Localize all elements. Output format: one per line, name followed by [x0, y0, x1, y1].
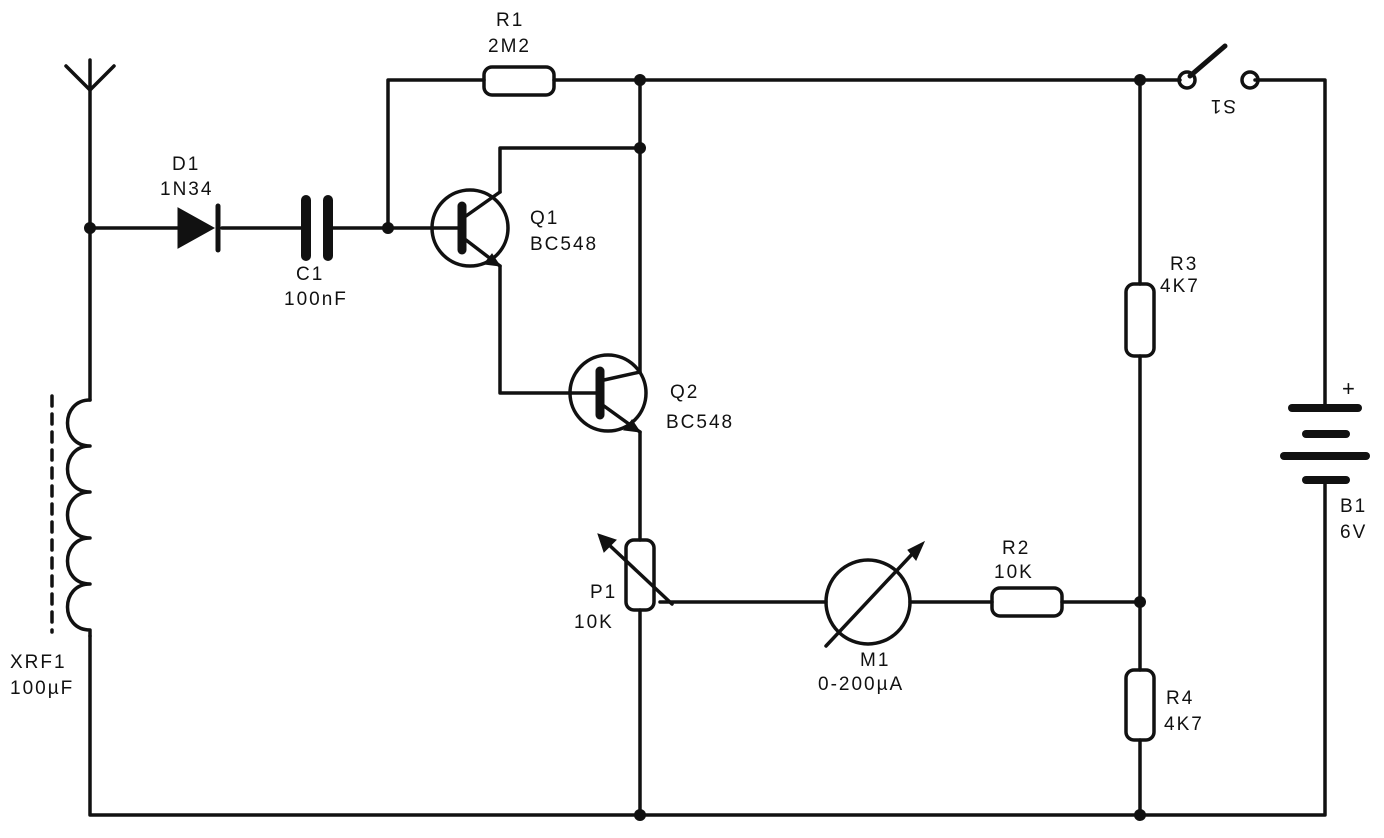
resistor-r1: R1 2M2 — [482, 10, 556, 97]
rf-choke-xrf1: XRF1 100µF — [10, 394, 92, 699]
antenna-symbol — [64, 58, 116, 92]
junction-dot — [84, 222, 96, 234]
q2-ref: Q2 — [670, 382, 699, 403]
xrf1-ref: XRF1 — [10, 652, 67, 673]
c1-value: 100nF — [284, 289, 348, 310]
r4-ref: R4 — [1166, 688, 1194, 709]
b1-ref: B1 — [1340, 496, 1367, 517]
s1-ref: S1 — [1209, 95, 1236, 116]
resistor-r3: R3 4K7 — [1124, 254, 1200, 358]
junction-dot — [1134, 74, 1146, 86]
xrf1-value: 100µF — [10, 678, 74, 699]
p1-value: 10K — [574, 612, 614, 633]
r3-value: 4K7 — [1160, 276, 1200, 297]
battery-b1: + B1 6V — [1280, 376, 1370, 543]
capacitor-c1: C1 100nF — [284, 195, 348, 310]
q1-value: BC548 — [530, 234, 598, 255]
junction-dot — [634, 142, 646, 154]
m1-ref: M1 — [860, 650, 890, 671]
junction-dot — [634, 809, 646, 821]
b1-value: 6V — [1340, 522, 1367, 543]
junction-dot — [1134, 596, 1146, 608]
diode-d1: D1 1N34 — [160, 154, 221, 253]
junction-dot — [1134, 809, 1146, 821]
p1-ref: P1 — [590, 582, 617, 603]
r1-ref: R1 — [496, 10, 524, 31]
r2-ref: R2 — [1002, 538, 1030, 559]
r4-value: 4K7 — [1164, 714, 1204, 735]
d1-ref: D1 — [172, 154, 200, 175]
meter-m1: M1 0-200µA — [818, 540, 926, 695]
switch-s1: S1 — [1177, 43, 1260, 116]
junctions — [84, 74, 1146, 821]
r2-value: 10K — [994, 562, 1034, 583]
r1-value: 2M2 — [488, 36, 531, 57]
transistor-q1: Q1 BC548 — [430, 188, 598, 268]
q1-ref: Q1 — [530, 208, 559, 229]
junction-dot — [634, 74, 646, 86]
transistor-q2: Q2 BC548 — [568, 353, 734, 434]
c1-ref: C1 — [296, 264, 324, 285]
b1-polarity: + — [1342, 376, 1357, 401]
d1-value: 1N34 — [160, 179, 213, 200]
resistor-r2: R2 10K — [990, 538, 1064, 618]
potentiometer-p1: P1 10K — [574, 533, 674, 633]
r3-ref: R3 — [1170, 254, 1198, 275]
junction-dot — [382, 222, 394, 234]
q2-value: BC548 — [666, 412, 734, 433]
resistor-r4: R4 4K7 — [1124, 668, 1204, 742]
wires — [88, 78, 1327, 817]
m1-value: 0-200µA — [818, 674, 904, 695]
